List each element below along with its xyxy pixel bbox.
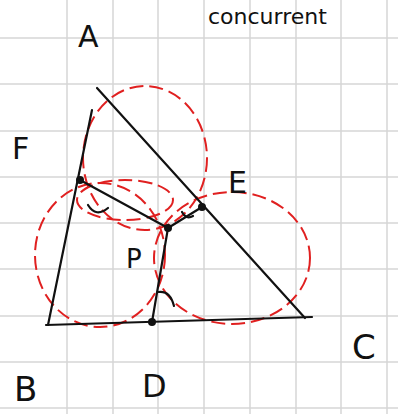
point-label: C [352, 330, 376, 364]
point-label: E [228, 168, 247, 198]
point-label: A [78, 22, 99, 52]
dashed-circles [35, 86, 310, 327]
point-label: P [126, 246, 142, 272]
points [76, 176, 206, 326]
note-text: concurrent [208, 6, 327, 28]
triangle [46, 88, 312, 325]
point-label: F [12, 134, 29, 164]
point-label: D [142, 370, 167, 402]
point-label: B [14, 372, 37, 406]
